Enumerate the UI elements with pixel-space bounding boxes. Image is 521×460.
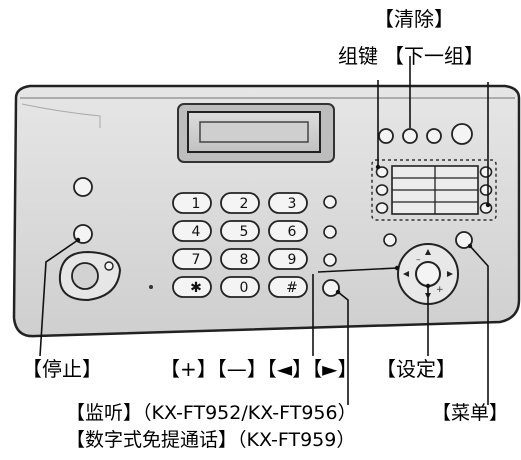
keypad-key[interactable]: 1 — [172, 192, 212, 214]
keypad-key[interactable]: 4 — [172, 220, 212, 242]
label-nav-keys: 【+】【—】【◄】【►】 — [160, 357, 358, 381]
keypad-key-label: 3 — [288, 196, 297, 212]
mid-button[interactable] — [383, 233, 397, 247]
monitor-button[interactable] — [322, 279, 340, 297]
keypad-key-label: 6 — [288, 224, 297, 240]
top-button-3[interactable] — [426, 128, 442, 144]
key-side-1[interactable] — [323, 195, 337, 209]
label-set: 【设定】 — [376, 357, 456, 381]
label-digital-handsfree: 【数字式免提通话】（KX-FT959） — [66, 429, 356, 451]
label-stop: 【停止】 — [22, 357, 102, 381]
keypad-key-label: 8 — [240, 252, 249, 268]
keypad-key[interactable]: 2 — [220, 192, 260, 214]
keypad-key-label: 9 — [288, 252, 297, 268]
top-button-1[interactable] — [378, 128, 394, 144]
group-keys-left[interactable] — [375, 166, 389, 214]
keypad-key-label: 4 — [192, 224, 201, 240]
keypad-key[interactable]: ✱ — [172, 276, 212, 298]
label-next-group: 【下一组】 — [384, 44, 484, 68]
set-button[interactable] — [415, 261, 441, 287]
label-menu: 【菜单】 — [432, 402, 509, 424]
keypad-key[interactable]: 6 — [268, 220, 308, 242]
keypad-key-label: 7 — [192, 252, 201, 268]
keypad-key-label: 0 — [240, 280, 249, 296]
keypad-key[interactable]: 9 — [268, 248, 308, 270]
keypad-key[interactable]: 0 — [220, 276, 260, 298]
top-button-4[interactable] — [451, 123, 473, 145]
keypad-key-label: ✱ — [190, 280, 202, 296]
label-clear: 【清除】 — [374, 7, 454, 31]
keypad-key[interactable]: # — [268, 276, 308, 298]
key-side-2[interactable] — [323, 225, 337, 239]
keypad-key[interactable]: 7 — [172, 248, 212, 270]
key-side-3[interactable] — [323, 253, 337, 267]
clear-button[interactable] — [402, 128, 418, 144]
keypad-key-label: 5 — [240, 224, 249, 240]
keypad-key-label: 2 — [240, 196, 249, 212]
menu-button[interactable] — [455, 231, 473, 249]
keypad-key[interactable]: 5 — [220, 220, 260, 242]
keypad-key[interactable]: 8 — [220, 248, 260, 270]
device-body — [12, 84, 521, 338]
svg-text:–: – — [416, 255, 421, 265]
svg-text:+: + — [436, 285, 444, 295]
left-button-upper[interactable] — [73, 177, 93, 197]
label-group-key: 组键 — [338, 44, 378, 68]
leader-dots — [75, 164, 491, 295]
keypad-key-label: # — [286, 280, 298, 296]
keypad-key[interactable]: 3 — [268, 192, 308, 214]
dial-keypad: 1 2 3 4 5 6 7 8 9 ✱ 0 # — [172, 192, 308, 298]
leader-lines — [39, 56, 489, 405]
keypad-key-label: 1 — [192, 196, 201, 212]
label-monitor: 【监听】（KX-FT952/KX-FT956） — [66, 402, 357, 424]
